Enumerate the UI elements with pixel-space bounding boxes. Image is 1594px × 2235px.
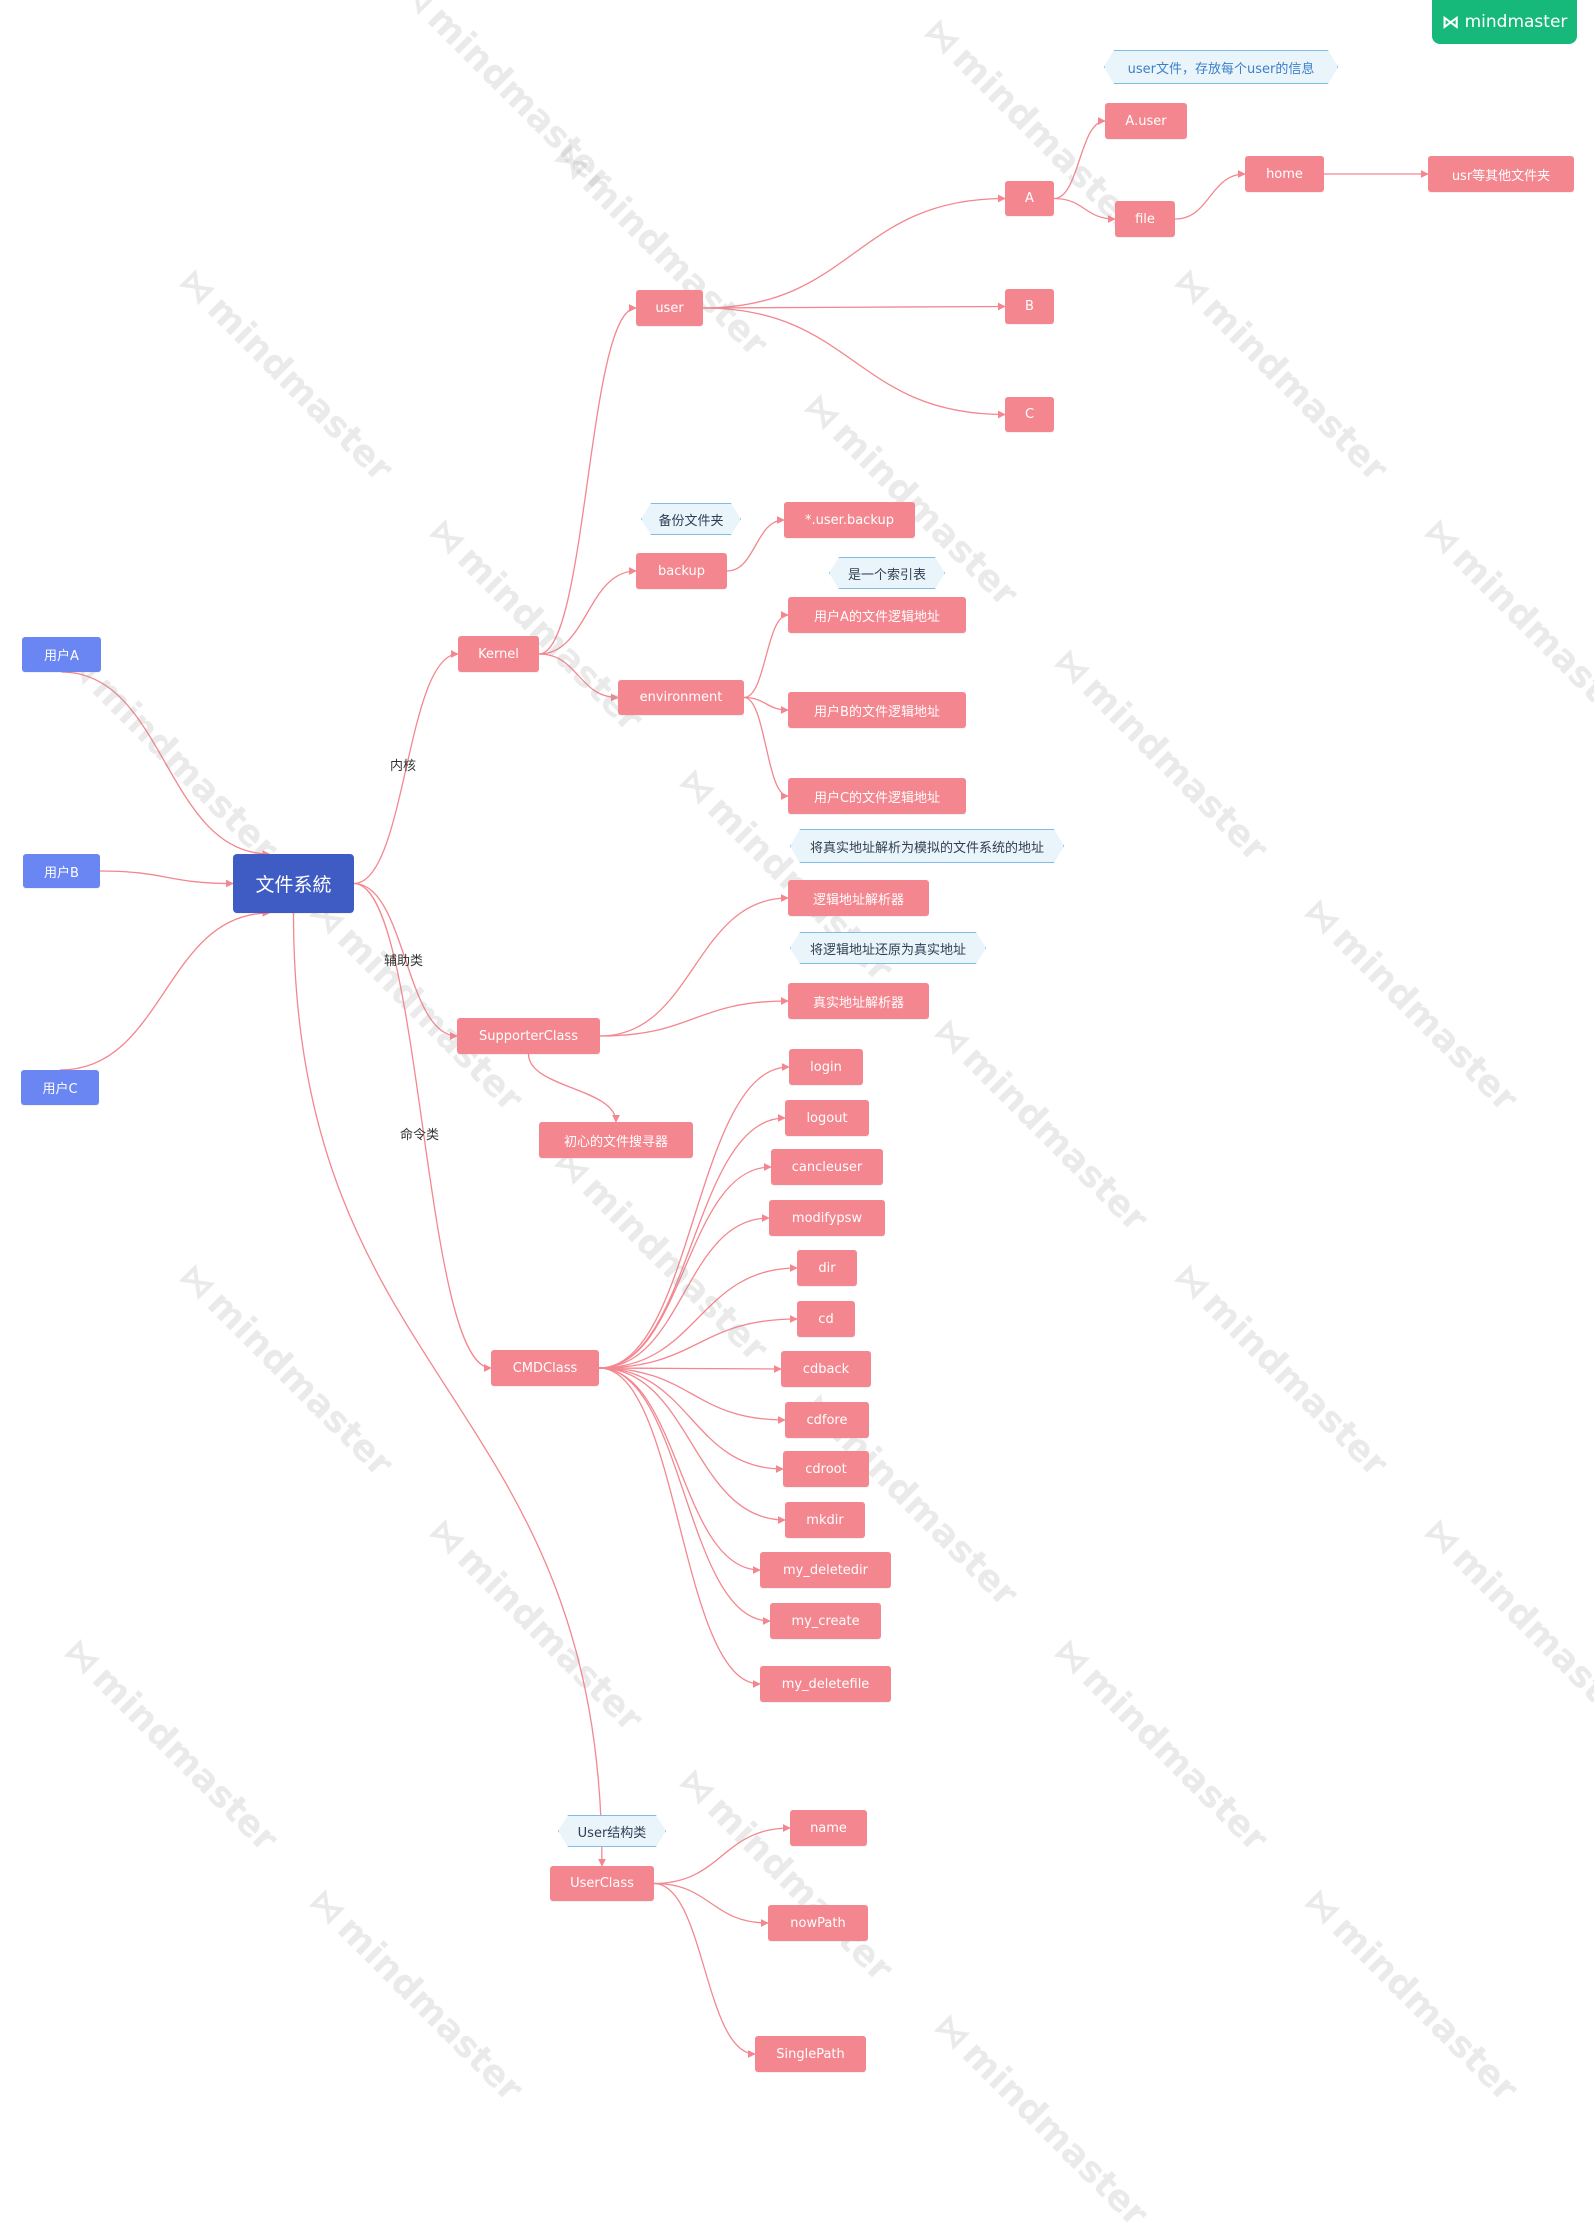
node-backup[interactable]: backup (636, 553, 727, 589)
node-login[interactable]: login (789, 1049, 863, 1085)
connector-cmd-to-modifypsw (598, 1214, 770, 1369)
node-mkdir[interactable]: mkdir (785, 1502, 865, 1538)
node-nowpath[interactable]: nowPath (768, 1905, 868, 1941)
node-user[interactable]: user (636, 290, 703, 326)
node-user-a[interactable]: 用户A (22, 637, 101, 672)
connector-user-b-to-root (99, 870, 234, 888)
node-cdfore[interactable]: cdfore (785, 1402, 869, 1438)
node-modifypsw[interactable]: modifypsw (769, 1200, 885, 1236)
node-dir[interactable]: dir (797, 1250, 857, 1286)
brand-text: mindmaster (1464, 12, 1568, 32)
node-cdback[interactable]: cdback (781, 1351, 871, 1387)
node-user-backup[interactable]: *.user.backup (784, 502, 915, 538)
connector-cmd-to-mkdir (598, 1367, 786, 1524)
callout-user-file[interactable]: user文件，存放每个user的信息 (1104, 50, 1338, 84)
node-a-user[interactable]: A.user (1105, 103, 1187, 139)
connector-a-to-file (1053, 197, 1116, 223)
node-user-b[interactable]: 用户B (23, 854, 100, 888)
node-my-deletedir[interactable]: my_deletedir (760, 1552, 891, 1588)
edge-label-kernel: 内核 (390, 759, 417, 774)
connector-a-to-a-user (1053, 117, 1106, 200)
connector-cmd-to-my-deletedir (598, 1367, 761, 1574)
callout-index-table[interactable]: 是一个索引表 (829, 557, 945, 589)
node-name[interactable]: name (790, 1810, 867, 1846)
connector-kernel-to-backup (538, 567, 637, 655)
callout-backup-folder[interactable]: 备份文件夹 (641, 503, 741, 535)
edge-label-cmd: 命令类 (400, 1128, 440, 1143)
connector-layer (59, 117, 1429, 2058)
connector-supporter-to-searcher (527, 1053, 620, 1123)
connector-userclass-to-name (653, 1824, 791, 1885)
connector-user-to-c (702, 307, 1006, 419)
node-real-parser[interactable]: 真实地址解析器 (788, 983, 929, 1019)
connector-cmd-to-my-create (598, 1367, 771, 1625)
node-searcher[interactable]: 初心的文件搜寻器 (539, 1122, 693, 1158)
node-file[interactable]: file (1115, 201, 1175, 237)
node-user-c[interactable]: 用户C (21, 1070, 99, 1105)
node-logic-parser[interactable]: 逻辑地址解析器 (788, 880, 929, 916)
node-logout[interactable]: logout (785, 1100, 869, 1136)
node-a[interactable]: A (1005, 181, 1054, 216)
connector-environment-to-addr-b (743, 696, 789, 714)
connector-cmd-to-login (598, 1063, 790, 1369)
node-singlepath[interactable]: SinglePath (755, 2036, 866, 2072)
connector-root-to-userclass (292, 912, 606, 1867)
mind-map-canvas: ⋈mindmaster ⋈mindmaster ⋈mindmaster ⋈min… (21, 0, 1594, 2235)
node-my-create[interactable]: my_create (770, 1603, 881, 1639)
node-b[interactable]: B (1005, 289, 1054, 324)
callout-real-to-virtual[interactable]: 将真实地址解析为模拟的文件系统的地址 (790, 829, 1064, 863)
node-cancleuser[interactable]: cancleuser (771, 1149, 883, 1185)
connector-environment-to-addr-a (743, 611, 789, 699)
node-c[interactable]: C (1005, 397, 1054, 432)
mindmaster-brand-badge[interactable]: ⋈ mindmaster (1432, 0, 1577, 44)
node-userclass[interactable]: UserClass (550, 1866, 654, 1901)
node-cmd[interactable]: CMDClass (491, 1350, 599, 1386)
connector-kernel-to-environment (538, 653, 619, 702)
node-home[interactable]: home (1245, 156, 1324, 192)
edge-label-aux: 辅助类 (384, 954, 424, 969)
connector-cmd-to-cdroot (598, 1367, 784, 1473)
connector-cmd-to-my-deletefile (598, 1367, 761, 1688)
node-cd[interactable]: cd (797, 1301, 855, 1337)
node-kernel[interactable]: Kernel (458, 636, 539, 672)
node-cdroot[interactable]: cdroot (783, 1451, 869, 1487)
connector-user-c-to-root (59, 909, 271, 1071)
mindmaster-logo-icon: ⋈ (1441, 11, 1460, 33)
connector-kernel-to-user (538, 304, 637, 655)
connector-userclass-to-nowpath (653, 1882, 769, 1927)
node-supporter[interactable]: SupporterClass (457, 1018, 600, 1054)
connector-cmd-to-cdfore (598, 1367, 786, 1424)
node-addr-a[interactable]: 用户A的文件逻辑地址 (788, 597, 966, 633)
connector-environment-to-addr-c (743, 696, 789, 800)
node-addr-c[interactable]: 用户C的文件逻辑地址 (788, 778, 966, 814)
connector-cmd-to-dir (598, 1264, 798, 1369)
connector-user-to-b (702, 302, 1006, 311)
connector-file-to-home (1174, 170, 1246, 220)
node-my-deletefile[interactable]: my_deletefile (760, 1666, 891, 1702)
callout-user-struct[interactable]: User结构类 (558, 1815, 666, 1847)
node-usr-other[interactable]: usr等其他文件夹 (1428, 156, 1574, 192)
connector-root-to-kernel (353, 650, 459, 885)
connector-root-to-supporter (353, 882, 458, 1040)
connector-supporter-to-logic-parser (599, 894, 789, 1037)
callout-logic-to-real[interactable]: 将逻辑地址还原为真实地址 (790, 932, 986, 964)
connector-backup-to-user-backup (726, 516, 785, 572)
connector-cmd-to-cancleuser (598, 1163, 772, 1369)
node-addr-b[interactable]: 用户B的文件逻辑地址 (788, 692, 966, 728)
connector-supporter-to-real-parser (599, 997, 789, 1037)
connector-cmd-to-cd (598, 1315, 798, 1369)
connector-user-to-a (702, 194, 1006, 309)
connector-cmd-to-cdback (598, 1365, 782, 1373)
connector-root-to-cmd (353, 882, 492, 1372)
connector-user-a-to-root (61, 671, 271, 858)
node-root[interactable]: 文件系統 (233, 854, 354, 913)
connector-userclass-to-singlepath (653, 1882, 756, 2058)
node-environment[interactable]: environment (618, 680, 744, 715)
